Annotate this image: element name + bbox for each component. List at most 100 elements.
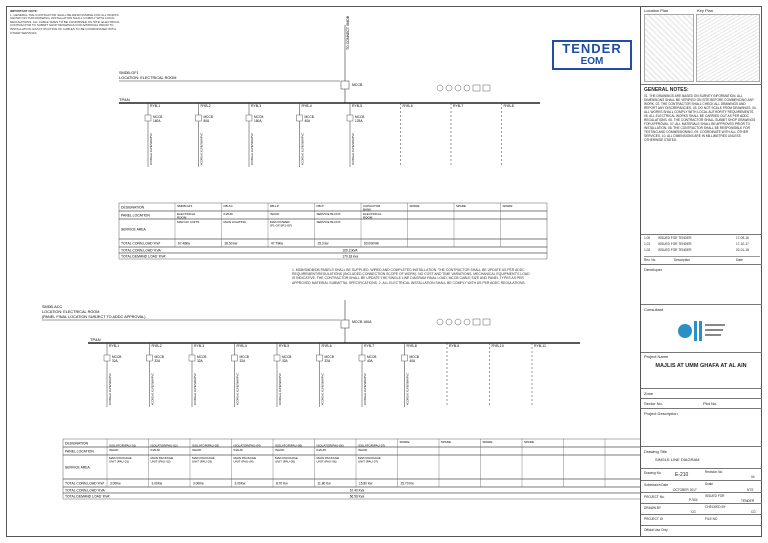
table-total-kva: 67.40 Kva bbox=[350, 488, 365, 492]
table-cell: SERVICE BLOCK bbox=[317, 212, 341, 216]
way-breaker bbox=[401, 354, 408, 362]
drawing-no: E-210 bbox=[675, 472, 689, 478]
checked-label: CHECKED BY bbox=[705, 505, 726, 509]
table-cell: INAUD bbox=[192, 448, 202, 452]
way-label: RYB-3 bbox=[251, 104, 261, 108]
table-row-label: PANEL LOCATION bbox=[65, 449, 94, 453]
way-cable-label: 4CORE+E XLPE/SWA/PVC bbox=[200, 133, 204, 165]
table-row bbox=[118, 252, 548, 260]
tb-description: Project Description bbox=[641, 408, 762, 446]
table-row bbox=[62, 478, 640, 488]
table-demand-kva: 170.18 kva bbox=[342, 254, 358, 258]
drawn-label: DRAWN BY bbox=[644, 506, 662, 510]
way-breaker-rating: 40A bbox=[305, 119, 312, 123]
way-cable-label: 4CORE+E XLPE/SWA/PVC bbox=[151, 373, 155, 405]
way-cable-label: 4CORE+E XLPE/SWA/PVC bbox=[193, 373, 197, 405]
way-breaker bbox=[144, 114, 152, 122]
table-cell: INAUD bbox=[275, 448, 285, 452]
rev-header-date: Date bbox=[736, 258, 743, 262]
way-breaker bbox=[245, 114, 253, 122]
way-breaker-label: MCCB bbox=[305, 115, 314, 119]
table-cell: SPARE bbox=[483, 440, 493, 444]
tb-location-label: Location Plan bbox=[644, 8, 669, 13]
way-breaker bbox=[358, 354, 366, 362]
drawing-sheet bbox=[6, 6, 762, 537]
project-id-label: PROJECT ID bbox=[644, 517, 663, 521]
important-notes-title: IMPORTANT NOTE: bbox=[10, 9, 38, 13]
project-no-value: P-904 bbox=[689, 498, 698, 502]
way-breaker-label: MCCB bbox=[153, 115, 162, 119]
panel1-incomer-breaker bbox=[340, 80, 350, 90]
table-row-label: TOTAL CONN.LOAD 'KVA' bbox=[65, 488, 106, 492]
table-cell: ISOLATOR(PAU-02) bbox=[151, 444, 178, 448]
tb-developer: Developer bbox=[641, 264, 762, 304]
scale-value: NTS bbox=[747, 488, 754, 492]
table-row-label: TOTAL CONN.LOAD 'KW' bbox=[121, 241, 161, 245]
table-cell: DB-AC bbox=[224, 204, 234, 208]
table-cell: MAIN POWER bbox=[270, 220, 291, 224]
table-row-label: SERVICE AREA bbox=[65, 465, 91, 469]
way-label: RYB-10 bbox=[492, 344, 504, 348]
table-cell: UNIT (PAU-07) bbox=[358, 460, 378, 464]
table-row bbox=[118, 246, 548, 254]
way-breaker bbox=[273, 354, 281, 362]
way-label: RYB-1 bbox=[150, 104, 160, 108]
rev-no: 1.00 bbox=[644, 236, 651, 240]
way-label: RYB-5 bbox=[279, 344, 289, 348]
panel1-meters bbox=[436, 84, 491, 92]
tb-drawing-title: Drawing Title SINGLE LINE DIAGRAM bbox=[641, 446, 762, 468]
way-label: RYB-11 bbox=[534, 344, 546, 348]
way-cable-label: 4CORE+E XLPE/SWA/PVC bbox=[278, 373, 282, 405]
panel2-final-location: (PANEL FINAL LOCATION SUBJECT TO ADDC AP… bbox=[42, 315, 146, 319]
way-breaker-label: MCCB bbox=[155, 355, 164, 359]
zone-label: Zone bbox=[644, 391, 654, 396]
issued-value: TENDER bbox=[741, 499, 755, 503]
drawing-title: SINGLE LINE DIAGRAM bbox=[655, 457, 700, 462]
rev-date: 17-09-16 bbox=[736, 236, 749, 240]
panel2-meters bbox=[436, 318, 491, 326]
table-cell: SERVICE BLOCK bbox=[317, 220, 341, 224]
issued-label: ISSUED FOR bbox=[705, 494, 725, 498]
table-cell: MAIN PACKAGE bbox=[151, 456, 174, 460]
tb-project-name: Project Name MAJLIS AT UMM GHAFA AT AL A… bbox=[641, 352, 762, 388]
tb-keyplan-label: Key Plan bbox=[697, 8, 714, 13]
way-label: RYB-2 bbox=[201, 104, 211, 108]
panel2-schedule-table: DESIGNATIONISOLATOR(PAU-01)ISOLATOR(PAU-… bbox=[62, 438, 640, 500]
way-breaker bbox=[316, 354, 323, 362]
table-cell-kw: 15.80 Kw bbox=[359, 481, 373, 485]
table-cell: MAIN PACKAGE bbox=[234, 456, 257, 460]
way-cable-label: 4CORE+E XLPE/SWA/PVC bbox=[250, 133, 254, 165]
general-notes-title: GENERAL NOTES: bbox=[644, 87, 689, 93]
tb-drawing-no: Drawing No. E-210 Revision No. 04 bbox=[641, 468, 762, 480]
way-label: RYB-6 bbox=[403, 104, 413, 108]
panel2-location: LOCATION: ELECTRICAL ROOM bbox=[42, 310, 99, 314]
tb-project-id: PROJECT ID FILE NO bbox=[641, 514, 762, 525]
way-label: RYB-1 bbox=[109, 344, 119, 348]
key-plan-map bbox=[696, 14, 760, 82]
table-row-label: TOTAL DEMAND LOAD 'KVA' bbox=[65, 494, 110, 498]
tb-sector: Sector No. Plot No. bbox=[641, 398, 762, 408]
way-breaker-rating: 32A bbox=[282, 359, 289, 363]
consultant-logo bbox=[677, 315, 727, 347]
way-breaker bbox=[346, 114, 354, 122]
panel2-incomer-label: MCCB 160A bbox=[352, 320, 372, 324]
way-breaker-rating: 32A bbox=[197, 359, 204, 363]
developer-label: Developer bbox=[644, 267, 663, 272]
way-label: RYB-4 bbox=[302, 104, 312, 108]
general-notes-body: 01. THE DRAWINGS ARE BASED ON SURVEY INF… bbox=[644, 94, 757, 142]
table-cell: SPARE bbox=[456, 204, 466, 208]
table-cell-kw: 67.48kw bbox=[178, 241, 191, 245]
way-label: RYB-5 bbox=[352, 104, 362, 108]
way-breaker-rating: 32A bbox=[240, 359, 247, 363]
table-cell: INAUD bbox=[151, 448, 161, 452]
table-cell-kw: 60.00KVAr bbox=[364, 241, 380, 245]
way-breaker-rating: 160A bbox=[153, 119, 161, 123]
tb-submission: Submission Date OCTOBER 2017 Scale NTS bbox=[641, 480, 762, 492]
rev-no: 1.01 bbox=[644, 242, 651, 246]
rev-date: 02-01-18 bbox=[736, 248, 749, 252]
